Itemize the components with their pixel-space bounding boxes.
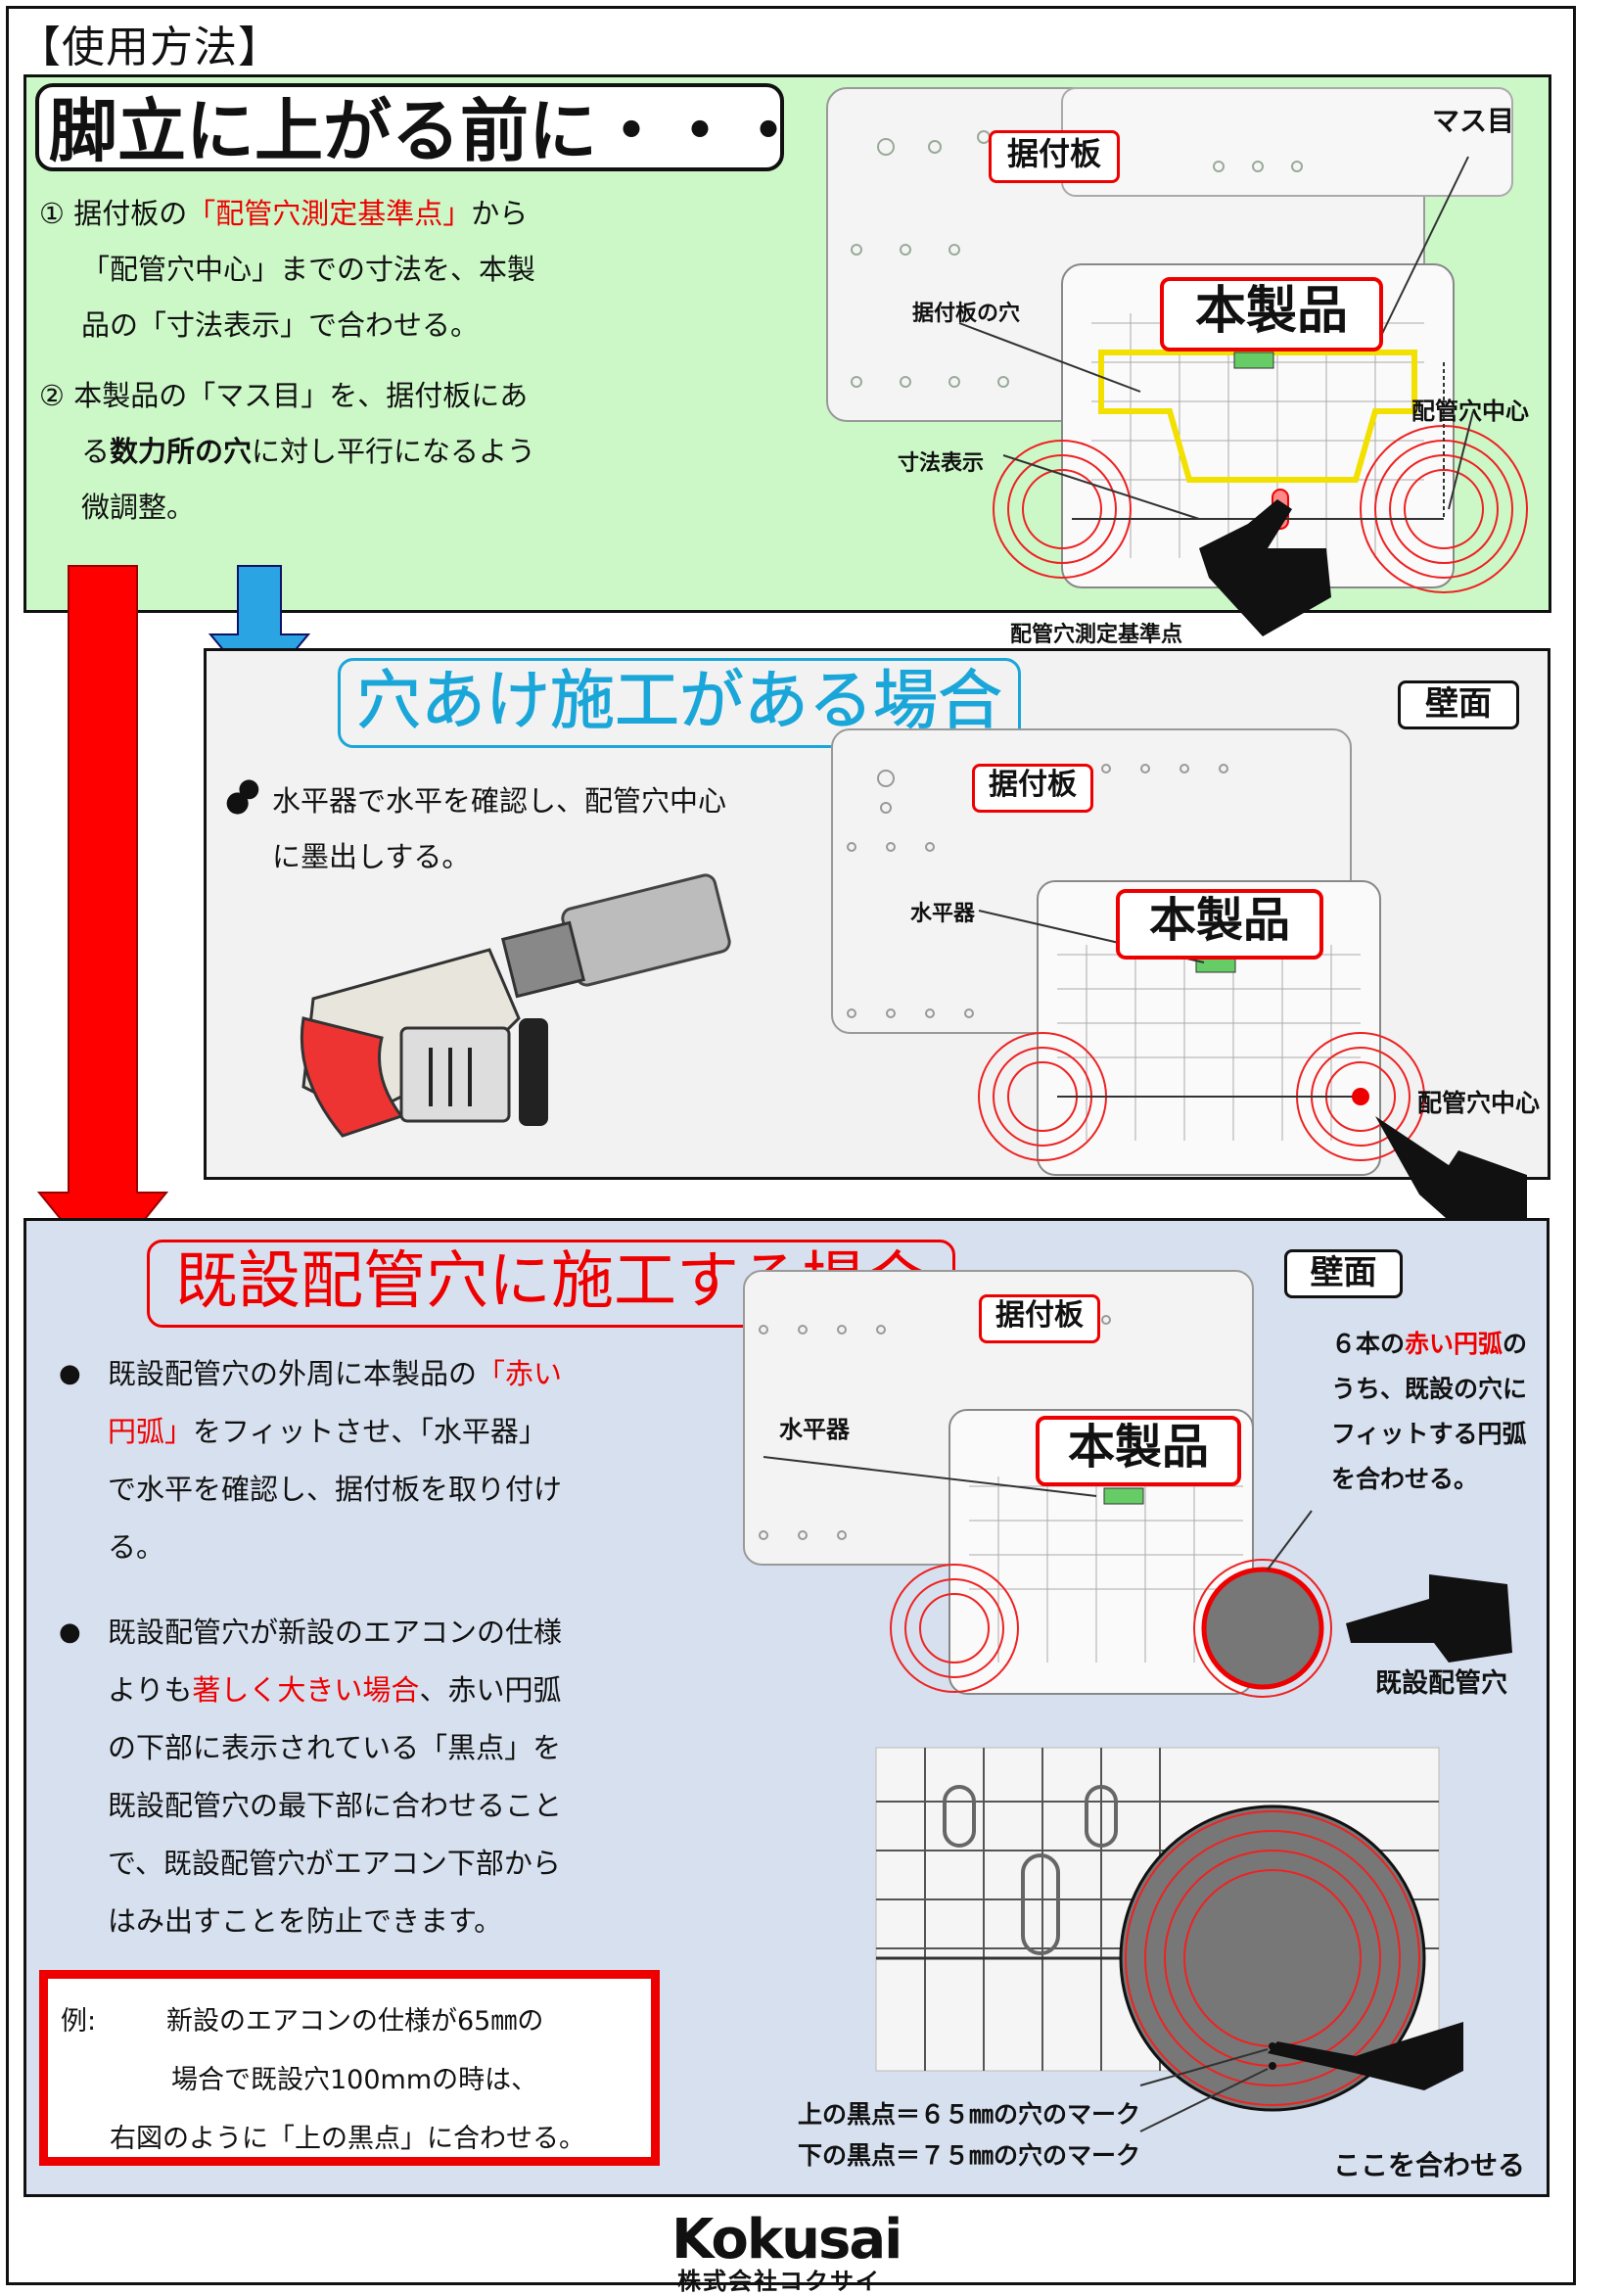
- label-reference-point: 配管穴測定基準点: [1010, 623, 1183, 647]
- example-line3: 右図のように「上の黒点」に合わせる。: [110, 2124, 585, 2154]
- s3b1-line2: をフィットさせ、「水平器」: [193, 1415, 547, 1448]
- section3-bullet1: 既設配管穴の外周に本製品の「赤い 円弧」をフィットさせ、「水平器」 で水平を確認…: [108, 1345, 562, 1576]
- s3b1-line2-red: 円弧」: [108, 1415, 194, 1448]
- step1-line2: 「配管穴中心」までの寸法を、本製: [81, 253, 536, 286]
- label-existing-hole: 既設配管穴: [1375, 1668, 1507, 1699]
- step2-text: ② 本製品の「マス目」を、据付板にあ る数力所の穴に対し平行になるよう 微調整。: [39, 368, 535, 536]
- step2-line1: 本製品の「マス目」を、据付板にあ: [73, 379, 529, 412]
- s3b1-line4: る。: [108, 1530, 165, 1564]
- label-product-3: 本製品: [1036, 1416, 1241, 1486]
- step2-bold: 数力所の穴: [110, 435, 253, 468]
- note-line3: フィットする円弧: [1331, 1420, 1527, 1448]
- example-line2: 場合で既設穴100mmの時は、: [171, 2065, 538, 2095]
- example-line1: 新設のエアコンの仕様が65㎜の: [166, 2006, 544, 2037]
- label-plate-2: 据付板: [972, 764, 1093, 813]
- step1-line3: 品の「寸法表示」で合わせる。: [81, 308, 480, 342]
- zoom-diagram: [875, 1747, 1463, 2132]
- section2-line2: に墨出しする。: [272, 840, 471, 873]
- s3b1-line1-red: 「赤い: [477, 1357, 563, 1390]
- section2-line1: 水平器で水平を確認し、配管穴中心: [272, 784, 727, 818]
- s3b1-line3: で水平を確認し、据付板を取り付け: [108, 1473, 563, 1506]
- label-level-3: 水平器: [779, 1416, 850, 1443]
- s3b2-line6: はみ出すことを防止できます。: [108, 1904, 503, 1938]
- note-line2: うち、既設の穴に: [1331, 1375, 1528, 1403]
- s3b1-line1: 既設配管穴の外周に本製品の: [108, 1357, 478, 1390]
- label-level-2: 水平器: [910, 902, 976, 926]
- pointing-hand-icon: [1375, 1116, 1527, 1234]
- step1-post: から: [471, 197, 529, 230]
- note-pre: ６本の: [1331, 1330, 1406, 1358]
- step2-line3: 微調整。: [81, 491, 196, 524]
- note-red: 赤い円弧: [1405, 1330, 1503, 1358]
- step2-line2-post: に対し平行になるよう: [252, 435, 536, 468]
- wall-label-2: 壁面: [1398, 680, 1519, 729]
- s3b2-line2-pre: よりも: [108, 1673, 193, 1707]
- label-grid: マス目: [1432, 105, 1515, 137]
- section2-bullet: 水平器で水平を確認し、配管穴中心 に墨出しする。: [272, 773, 726, 885]
- label-dimension: 寸法表示: [898, 451, 985, 476]
- wall-label-3: 壁面: [1284, 1249, 1403, 1298]
- example-label: 例:: [61, 2006, 97, 2037]
- s3b2-line5: で、既設配管穴がエアコン下部から: [108, 1847, 561, 1880]
- label-plate-1: 据付板: [989, 130, 1120, 183]
- page-frame: [6, 6, 1576, 2285]
- bullet-dot: ●: [238, 773, 260, 803]
- label-upper-dot: 上の黒点＝６５㎜の穴のマーク: [798, 2100, 1141, 2129]
- red-down-arrow: [36, 565, 169, 1273]
- section1-title: 脚立に上がる前に・・・: [35, 83, 803, 171]
- step1-pre: 据付板の: [73, 197, 188, 230]
- step2-line2-pre: る: [81, 435, 111, 468]
- step1-text: ① 据付板の「配管穴測定基準点」から 「配管穴中心」までの寸法を、本製 品の「寸…: [39, 186, 535, 353]
- label-align-here: ここを合わせる: [1333, 2149, 1526, 2181]
- label-pipe-center-1: 配管穴中心: [1411, 398, 1529, 425]
- label-lower-dot: 下の黒点＝７５㎜の穴のマーク: [798, 2141, 1141, 2170]
- s3b2-line2-red: 著しく大きい場合: [192, 1673, 420, 1707]
- s3b2-line4: 既設配管穴の最下部に合わせること: [108, 1789, 563, 1822]
- example-box: [39, 1970, 660, 2166]
- bullet-dot: ●: [59, 1359, 81, 1388]
- note-line4: を合わせる。: [1331, 1465, 1479, 1493]
- label-plate-3: 据付板: [979, 1294, 1100, 1343]
- note-post: の: [1503, 1330, 1528, 1358]
- bullet-dot: ●: [59, 1617, 81, 1647]
- section2-title: 穴あけ施工がある場合: [338, 658, 1021, 748]
- label-pipe-center-2: 配管穴中心: [1417, 1089, 1541, 1117]
- label-product-2: 本製品: [1116, 889, 1323, 960]
- s3b2-line3: の下部に表示されている「黒点」を: [108, 1731, 562, 1764]
- page-title: 【使用方法】: [18, 23, 282, 72]
- arc-note: ６本の赤い円弧の うち、既設の穴に フィットする円弧 を合わせる。: [1331, 1322, 1527, 1502]
- step1-highlight: 「配管穴測定基準点」: [187, 197, 472, 230]
- brand-logo: Kokusai: [671, 2208, 902, 2272]
- label-product-1: 本製品: [1160, 277, 1383, 351]
- company-name: 株式会社コクサイ: [677, 2268, 881, 2295]
- s3b2-line2-post: 、赤い円弧: [419, 1673, 562, 1707]
- plate-diagram-2: [831, 728, 1425, 1176]
- drill-icon: [300, 873, 731, 1138]
- s3b2-line1: 既設配管穴が新設のエアコンの仕様: [108, 1616, 563, 1649]
- step1-number: ①: [39, 197, 65, 230]
- label-plate-hole: 据付板の穴: [912, 302, 1021, 326]
- step2-number: ②: [39, 379, 65, 412]
- section3-bullet2: 既設配管穴が新設のエアコンの仕様 よりも著しく大きい場合、赤い円弧 の下部に表示…: [108, 1604, 562, 1950]
- plate-diagram-1: [826, 87, 1528, 636]
